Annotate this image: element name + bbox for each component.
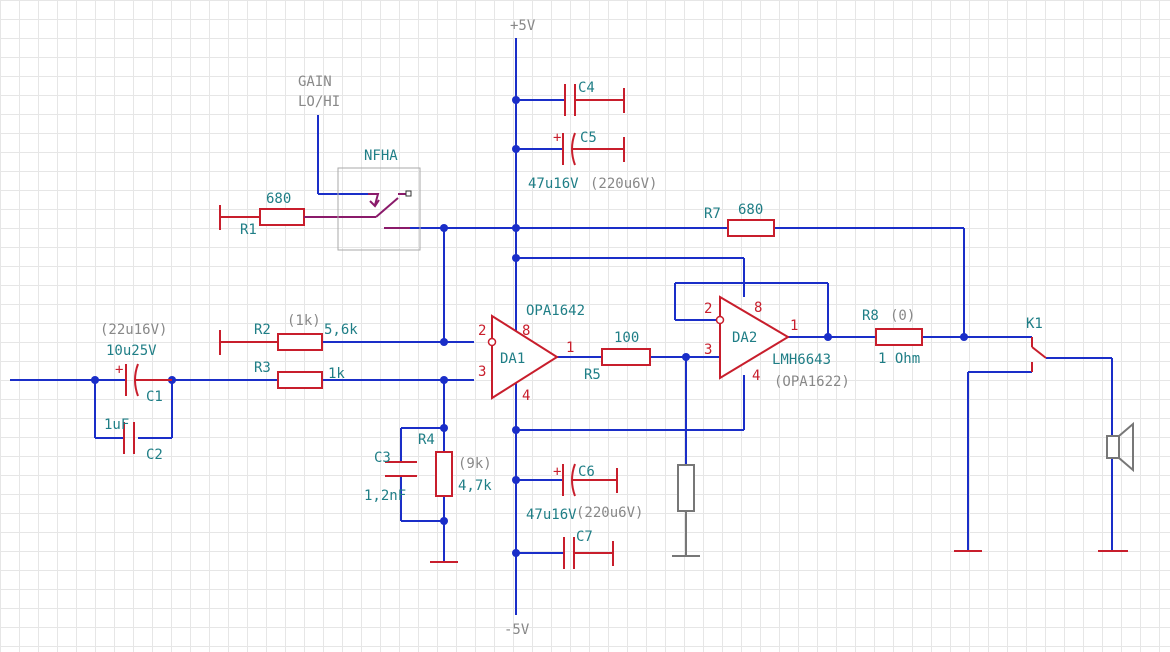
r5-value: 100 <box>614 330 639 346</box>
gain-switch <box>337 167 421 251</box>
r2-ref: R2 <box>254 322 271 338</box>
r4-value: 4,7k <box>458 478 492 494</box>
switch-ref: NFHA <box>364 148 398 164</box>
resistor-r8 <box>875 328 923 346</box>
c1-value: 10u25V <box>106 343 157 359</box>
da2-alt-part: (OPA1622) <box>774 374 850 390</box>
da2-pin-in-pos: 3 <box>704 342 712 358</box>
c5-alt-value: (220u6V) <box>590 176 657 192</box>
r2-value: 5,6k <box>324 322 358 338</box>
r1-value: 680 <box>266 191 291 207</box>
r4-ref: R4 <box>418 432 435 448</box>
r5-ref: R5 <box>584 367 601 383</box>
resistor-r2 <box>219 330 323 355</box>
capacitor-c4 <box>516 84 625 116</box>
capacitor-c1 <box>95 363 172 397</box>
r8-alt-value: (0) <box>890 308 915 324</box>
gain-label-line2: LO/HI <box>298 94 340 110</box>
c5-polarity: + <box>553 130 561 146</box>
pos-rail-label: +5V <box>510 18 536 34</box>
r2-alt-value: (1k) <box>287 313 321 329</box>
r4-alt-value: (9k) <box>458 456 492 472</box>
junction-dots <box>91 96 968 557</box>
signal-wires <box>10 115 1113 562</box>
c7-ref: C7 <box>576 529 593 545</box>
c6-alt-value: (220u6V) <box>576 505 643 521</box>
da1-pin-in-pos: 3 <box>478 364 486 380</box>
da2-pin-vpos: 8 <box>754 300 762 316</box>
r3-value: 1k <box>328 366 345 382</box>
capacitor-c5 <box>516 132 625 166</box>
c5-ref: C5 <box>580 130 597 146</box>
da1-pin-vneg: 4 <box>522 388 530 404</box>
r3-ref: R3 <box>254 360 271 376</box>
c1-ref: C1 <box>146 389 163 405</box>
r7-ref: R7 <box>704 206 721 222</box>
da1-part: OPA1642 <box>526 303 585 319</box>
da2-pin-out: 1 <box>790 318 798 334</box>
capacitor-c2 <box>123 422 135 454</box>
r1-ref: R1 <box>240 222 257 238</box>
opamp-da1 <box>487 314 559 400</box>
opamp-da2 <box>715 295 790 380</box>
r8-ref: R8 <box>862 308 879 324</box>
capacitor-c3 <box>385 461 417 477</box>
resistor-r4 <box>435 451 453 497</box>
da1-pin-out: 1 <box>566 340 574 356</box>
r8-value: 1 Ohm <box>878 351 920 367</box>
c3-value: 1,2nF <box>364 488 406 504</box>
c3-ref: C3 <box>374 450 391 466</box>
c1-polarity: + <box>115 362 123 378</box>
c6-value: 47u16V <box>526 507 577 523</box>
capacitor-c7 <box>516 537 614 569</box>
relay-ref: K1 <box>1026 316 1043 332</box>
da2-part: LMH6643 <box>772 352 831 368</box>
r7-value: 680 <box>738 202 763 218</box>
c6-ref: C6 <box>578 464 595 480</box>
c4-ref: C4 <box>578 80 595 96</box>
gain-label-line1: GAIN <box>298 74 332 90</box>
da1-pin-in-neg: 2 <box>478 323 486 339</box>
da2-pin-in-neg: 2 <box>704 301 712 317</box>
c2-value: 1uF <box>104 417 129 433</box>
neg-rail-label: -5V <box>504 622 530 638</box>
c1-alt-value: (22u16V) <box>100 322 167 338</box>
relay-k1 <box>1031 337 1047 372</box>
da2-ref: DA2 <box>732 330 757 346</box>
c6-polarity: + <box>553 464 561 480</box>
speaker-icon <box>1106 421 1134 473</box>
grey-resistor <box>672 464 700 557</box>
resistor-r7 <box>727 219 775 237</box>
resistor-r5 <box>601 348 651 366</box>
capacitor-c6 <box>516 463 618 497</box>
da2-pin-vneg: 4 <box>752 368 760 384</box>
da1-ref: DA1 <box>500 351 525 367</box>
c5-value: 47u16V <box>528 176 579 192</box>
da1-pin-vpos: 8 <box>522 323 530 339</box>
resistor-r3 <box>277 371 323 389</box>
resistor-r1 <box>219 205 368 230</box>
c2-ref: C2 <box>146 447 163 463</box>
